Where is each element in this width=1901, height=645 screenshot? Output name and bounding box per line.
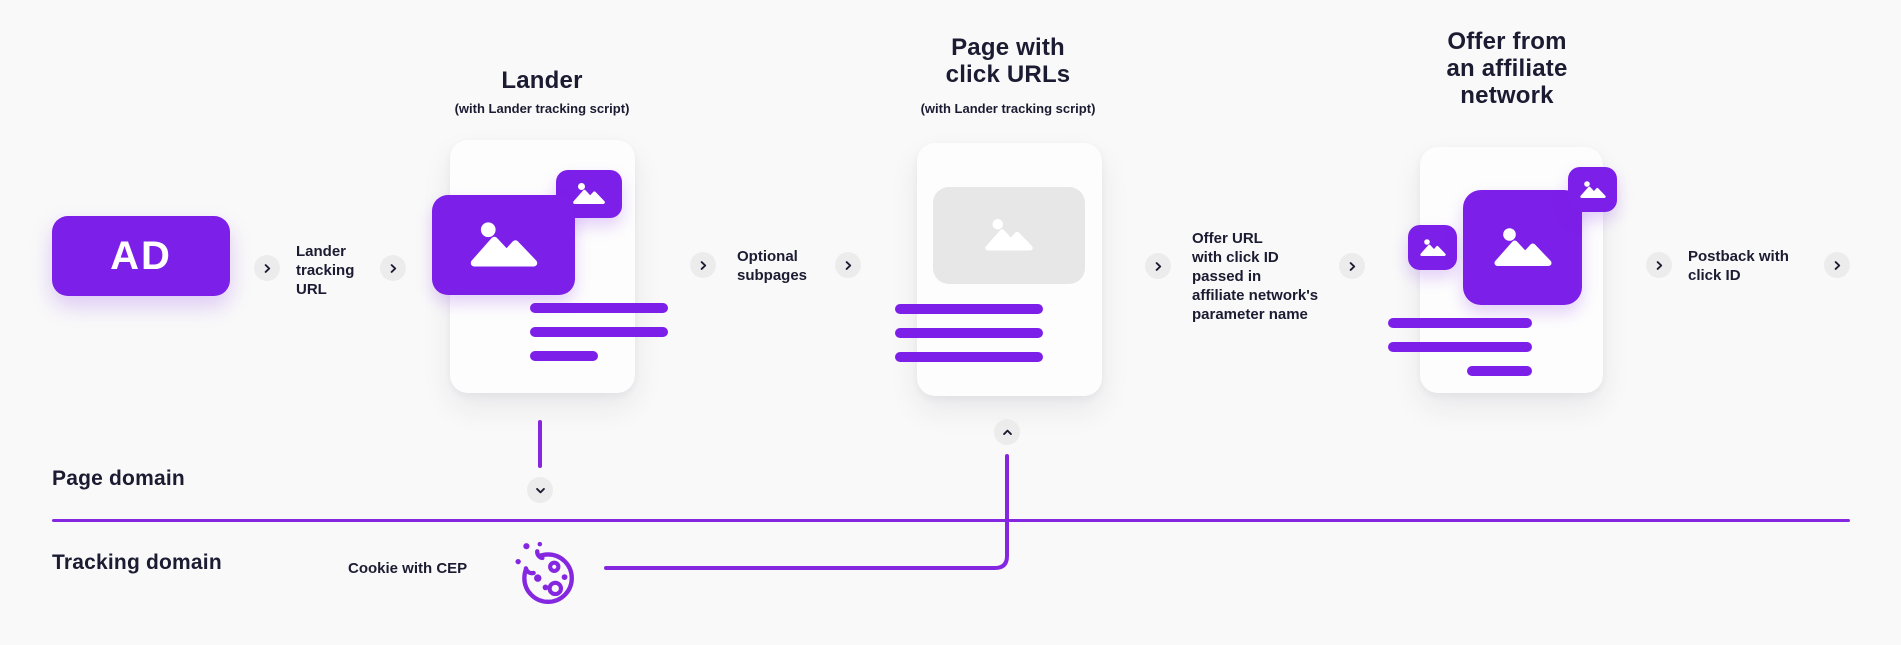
flow-arrow-icon bbox=[380, 255, 406, 281]
text-line bbox=[1467, 366, 1532, 376]
chevron-up-icon bbox=[994, 419, 1020, 445]
flow-arrow-icon bbox=[690, 252, 716, 278]
lander-title: Lander bbox=[501, 67, 583, 94]
flow-arrow-icon bbox=[1339, 253, 1365, 279]
text-line bbox=[895, 328, 1043, 338]
lander-subtitle: (with Lander tracking script) bbox=[454, 101, 630, 116]
flow-arrow-icon bbox=[1824, 252, 1850, 278]
cookie-label: Cookie with CEP bbox=[348, 560, 468, 577]
label-lander-tracking-url: Lander tracking URL bbox=[296, 243, 355, 298]
cookie-to-page-connector bbox=[604, 454, 1009, 570]
image-placeholder-icon bbox=[933, 187, 1085, 284]
offer-title: Offer from an affiliate network bbox=[1446, 28, 1568, 109]
text-line bbox=[530, 327, 668, 337]
text-line bbox=[1388, 342, 1532, 352]
cookie-icon bbox=[513, 541, 574, 605]
text-line bbox=[895, 352, 1043, 362]
flow-arrow-icon bbox=[1646, 252, 1672, 278]
flow-arrow-icon bbox=[1145, 253, 1171, 279]
text-line bbox=[895, 304, 1043, 314]
label-optional-subpages: Optional subpages bbox=[737, 248, 808, 284]
text-line bbox=[1388, 318, 1532, 328]
image-thumbnail-icon bbox=[432, 195, 575, 295]
text-line bbox=[530, 351, 598, 361]
label-postback: Postback with click ID bbox=[1688, 248, 1789, 284]
flow-arrow-icon bbox=[254, 255, 280, 281]
flow-arrow-icon bbox=[835, 252, 861, 278]
image-thumbnail-icon bbox=[1463, 190, 1582, 305]
image-thumbnail-icon bbox=[1568, 167, 1617, 212]
label-offer-url: Offer URL with click ID passed in affili… bbox=[1192, 230, 1319, 323]
image-thumbnail-icon bbox=[556, 170, 622, 218]
text-line bbox=[530, 303, 668, 313]
lander-domain-connector-line bbox=[538, 420, 542, 468]
ad-label: AD bbox=[110, 233, 172, 278]
domain-divider-line bbox=[52, 519, 1850, 522]
chevron-down-icon bbox=[527, 477, 553, 503]
tracking-domain-label: Tracking domain bbox=[52, 551, 222, 574]
click-page-title: Page with click URLs bbox=[945, 34, 1071, 88]
page-domain-label: Page domain bbox=[52, 467, 185, 490]
click-page-subtitle: (with Lander tracking script) bbox=[920, 101, 1096, 116]
image-thumbnail-icon bbox=[1408, 225, 1457, 270]
ad-box: AD bbox=[52, 216, 230, 296]
